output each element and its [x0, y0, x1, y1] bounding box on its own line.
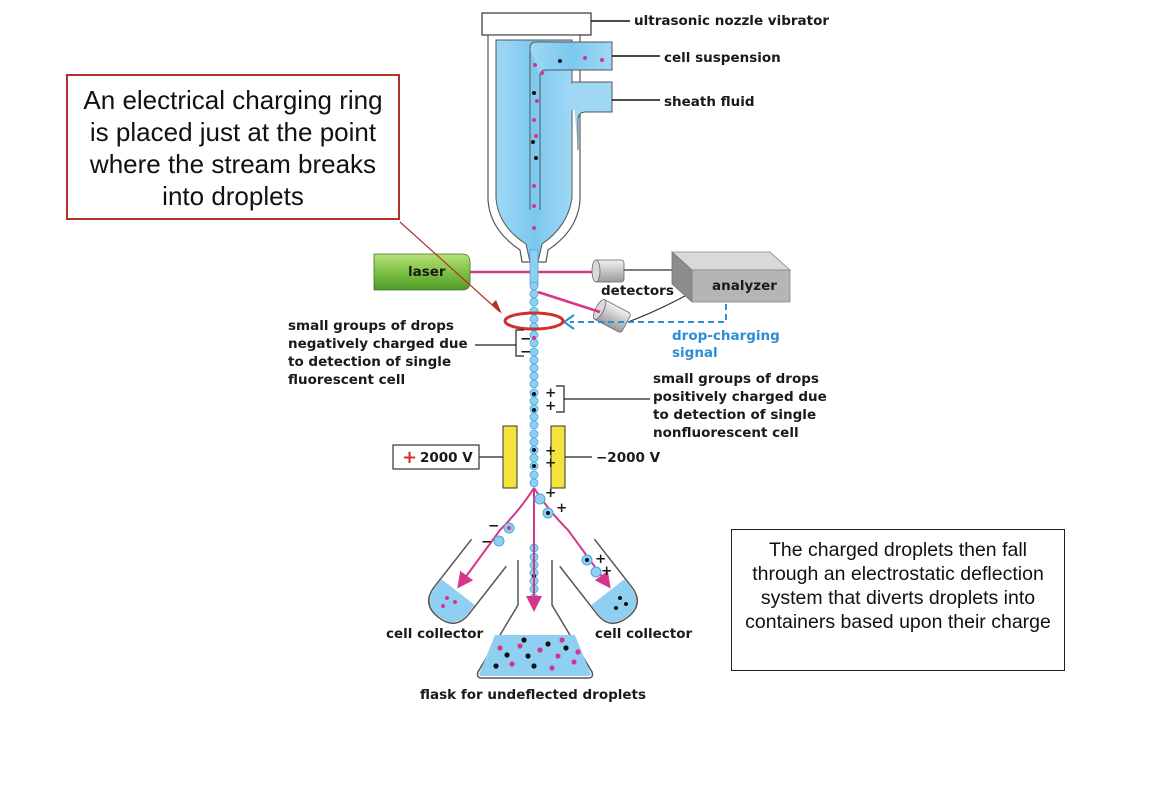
label-drop-charging: drop-charging	[672, 328, 780, 344]
flask-cell	[555, 653, 561, 659]
droplet	[529, 363, 539, 373]
detectors	[537, 259, 697, 333]
label-nozzle-vibrator: ultrasonic nozzle vibrator	[634, 13, 829, 29]
plus-voltage-box	[392, 444, 480, 470]
callout-charging-ring: An electrical charging ring is placed ju…	[66, 74, 400, 220]
callout-pointer	[399, 221, 501, 313]
flask-cell	[497, 645, 503, 651]
charging-ring	[503, 311, 565, 331]
droplet-cell	[532, 336, 536, 340]
svg-text:−: −	[520, 344, 531, 360]
flask-cell	[545, 641, 551, 647]
right-cell-collector	[559, 538, 638, 624]
flask-cell	[521, 637, 527, 643]
flask	[476, 560, 594, 679]
svg-text:+: +	[545, 385, 556, 401]
droplet-cell	[532, 392, 536, 396]
left-cell-collector	[428, 538, 507, 624]
droplet	[529, 371, 539, 381]
flask-cell	[537, 647, 543, 653]
deflected-streams: − − + + + +	[457, 485, 612, 612]
flask-cell	[549, 665, 555, 671]
droplet	[529, 478, 539, 488]
positive-charge-bracket: + +	[545, 385, 650, 414]
side-detector-icon	[592, 299, 631, 333]
svg-text:+: +	[601, 563, 612, 579]
label-flask: flask for undeflected droplets	[420, 687, 646, 703]
droplet	[529, 281, 539, 291]
neg-line-1: small groups of drops	[288, 318, 454, 334]
label-drop-charging-signal: signal	[672, 345, 718, 361]
svg-text:−: −	[488, 518, 499, 534]
svg-text:+: +	[595, 551, 606, 567]
label-sheath-fluid: sheath fluid	[664, 94, 755, 110]
label-laser: laser	[408, 264, 446, 280]
neg-line-4: fluorescent cell	[288, 372, 405, 388]
label-analyzer: analyzer	[712, 278, 777, 294]
droplet	[529, 453, 539, 463]
droplet-cell	[532, 464, 536, 468]
label-negative-groups: small groups of drops negatively charged…	[288, 318, 468, 388]
svg-text:+: +	[545, 455, 556, 471]
label-cell-collector-right: cell collector	[595, 626, 693, 642]
label-cell-suspension: cell suspension	[664, 50, 781, 66]
pos-line-2: positively charged due	[653, 389, 827, 405]
droplet	[529, 412, 539, 422]
pos-line-1: small groups of drops	[653, 371, 819, 387]
droplet	[529, 470, 539, 480]
label-plus-voltage: 2000 V	[420, 450, 473, 466]
droplet-cell	[532, 408, 536, 412]
flask-cell	[563, 645, 569, 651]
negative-charge-bracket: − −	[475, 329, 531, 360]
flask-cell	[559, 637, 565, 643]
svg-text:+: +	[545, 443, 556, 459]
label-cell-collector-left: cell collector	[386, 626, 484, 642]
svg-text:+: +	[402, 447, 417, 468]
droplet	[529, 396, 539, 406]
pos-line-4: nonfluorescent cell	[653, 425, 799, 441]
label-positive-groups: small groups of drops positively charged…	[653, 371, 827, 441]
droplet	[529, 379, 539, 389]
neg-line-3: to detection of single	[288, 354, 451, 370]
droplet	[529, 437, 539, 447]
svg-text:−: −	[520, 331, 531, 347]
forward-detector-icon	[591, 259, 625, 283]
analyzer	[670, 251, 792, 303]
flask-cell	[531, 663, 537, 669]
nozzle-funnel	[487, 34, 660, 263]
droplet	[529, 420, 539, 430]
flask-cell	[575, 649, 581, 655]
svg-text:−: −	[481, 534, 492, 550]
droplet	[529, 289, 539, 299]
label-minus-voltage: −2000 V	[596, 450, 661, 466]
flask-cell	[504, 652, 510, 658]
nozzle-vibrator	[481, 12, 630, 36]
deflection-plates: + + +	[392, 425, 592, 489]
flask-cell	[517, 643, 523, 649]
droplet	[529, 429, 539, 439]
neg-line-2: negatively charged due	[288, 336, 468, 352]
droplet	[529, 314, 539, 324]
droplet	[529, 297, 539, 307]
flask-cell	[493, 663, 499, 669]
pos-line-3: to detection of single	[653, 407, 816, 423]
flask-cell	[525, 653, 531, 659]
svg-text:+: +	[545, 398, 556, 414]
label-detectors: detectors	[601, 283, 674, 299]
flask-cell	[509, 661, 515, 667]
droplet-cell	[532, 448, 536, 452]
flask-cell	[571, 659, 577, 665]
svg-text:+: +	[545, 485, 556, 501]
svg-text:+: +	[556, 500, 567, 516]
suspended-cells	[531, 56, 604, 230]
callout-deflection-system: The charged droplets then fall through a…	[731, 529, 1065, 671]
